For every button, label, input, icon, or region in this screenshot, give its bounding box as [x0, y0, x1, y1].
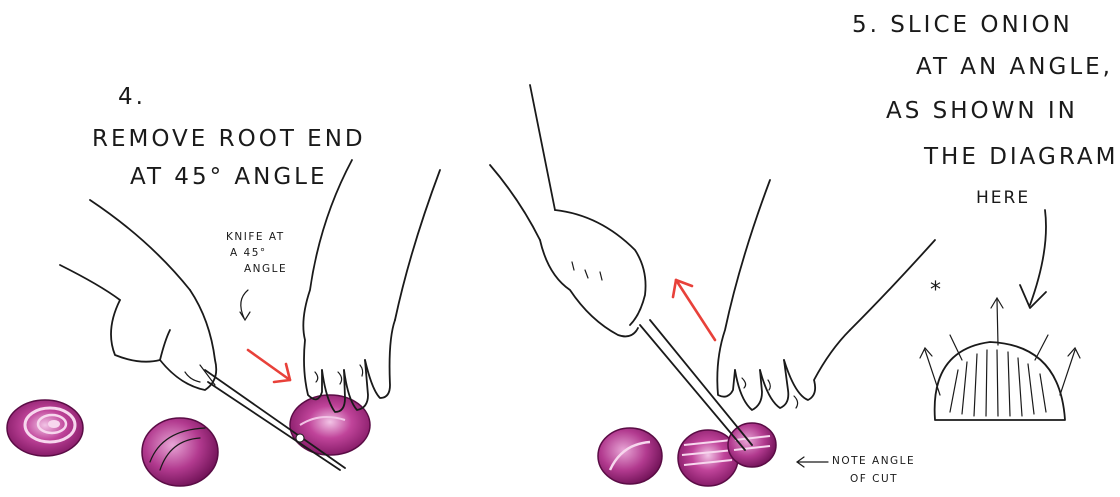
onion-root-piece: [7, 400, 83, 456]
onion-cut-piece: [142, 418, 218, 486]
cut-note-line1: NOTE ANGLE: [832, 456, 915, 467]
left-hand-holding-knife: [60, 200, 216, 390]
slice-angle-diagram: [920, 298, 1080, 420]
step5-line2: at AN ANGLE,: [916, 56, 1113, 79]
step4-line1: REMOVE ROOT END: [92, 128, 366, 151]
knife-note-curl-arrow: [241, 290, 248, 318]
cut-note-line2: of CUT: [850, 474, 898, 485]
red-arrow-step4: [248, 350, 290, 382]
red-arrow-step5: [673, 280, 715, 340]
knife-note-line1: KNIFE at: [226, 232, 285, 243]
step5-line3: as SHOWN in: [886, 100, 1078, 123]
here-arrow: [1020, 210, 1046, 308]
right-hand-holding-onion: [303, 160, 440, 412]
step4-line2: AT 45° ANGLE: [130, 166, 328, 189]
knife-note-line2: A 45°: [230, 248, 267, 259]
step4-number: 4.: [118, 86, 146, 109]
step5-line1: 5. SLICE ONION: [852, 14, 1073, 37]
diagram-asterisk: *: [930, 280, 944, 302]
step5-line5: HERE: [976, 190, 1030, 207]
step5-line4: THE DIAGRAM: [924, 146, 1118, 169]
knife-note-line3: ANGLE: [244, 264, 287, 275]
knife-note-curl-arrowhead: [240, 312, 250, 320]
onion-slices: [598, 423, 776, 486]
hand-holding-onion-step5: [717, 180, 935, 410]
hand-holding-knife-step5: [490, 85, 646, 336]
